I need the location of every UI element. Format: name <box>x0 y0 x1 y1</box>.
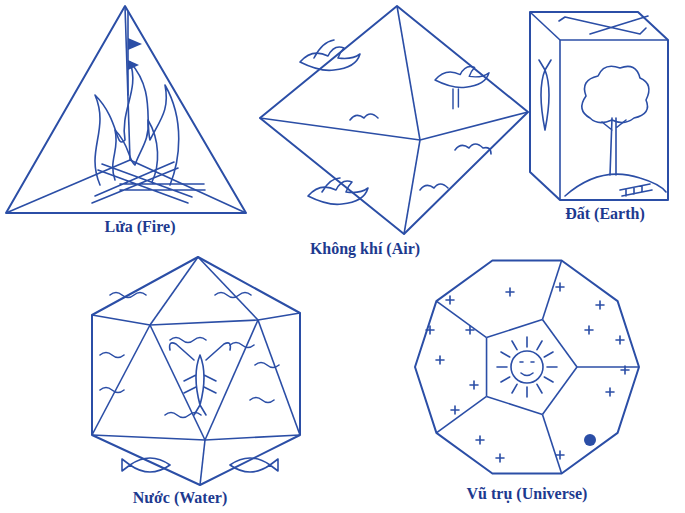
solid-edge <box>530 12 560 40</box>
cloud <box>350 114 378 120</box>
figure-label: Vũ trụ (Universe) <box>465 485 590 503</box>
mound <box>565 174 666 196</box>
solid-edge <box>258 320 300 435</box>
solid-figure: Vũ trụ (Universe) <box>405 252 650 510</box>
solid-figure: Nước (Water) <box>85 250 310 508</box>
solid-outline-path <box>530 12 668 200</box>
solid-edge <box>420 112 528 140</box>
solid-edge <box>198 257 258 320</box>
universe-illustration <box>426 283 629 462</box>
solid-edge <box>436 396 486 432</box>
solid-edge <box>487 396 543 414</box>
solid-outline <box>525 0 685 228</box>
solid-edge <box>92 435 205 440</box>
solid-edge <box>577 366 639 368</box>
bird-body <box>435 67 489 88</box>
waves <box>100 293 279 418</box>
solid-edge <box>205 320 258 440</box>
solid-outline-path <box>415 260 639 473</box>
solid-edge <box>486 338 488 397</box>
figure-label: Đất (Earth) <box>563 205 647 223</box>
solid-edge <box>542 319 577 367</box>
tools <box>559 16 648 34</box>
cloud <box>420 184 448 190</box>
planet <box>584 434 596 446</box>
solid-outline <box>85 250 310 508</box>
solid-outline <box>405 252 650 510</box>
solid-outline-path <box>92 257 300 485</box>
sun-rays <box>497 337 557 397</box>
fire-illustration <box>92 12 205 203</box>
fence <box>620 184 652 196</box>
solid-edge <box>436 301 486 337</box>
bird-leg <box>453 89 458 109</box>
solid-edge <box>125 6 130 160</box>
earth-illustration <box>539 16 666 196</box>
bird-body <box>308 181 368 204</box>
solid-outline <box>255 0 535 262</box>
solid-edge <box>397 6 420 140</box>
solid-outline <box>0 0 250 242</box>
sun-face <box>520 362 534 376</box>
solid-edge <box>560 39 668 41</box>
solid-figure: Lửa (Fire) <box>0 0 250 242</box>
solid-edge <box>92 315 150 325</box>
sun <box>511 351 543 383</box>
bird-body <box>300 47 360 70</box>
tree-crown <box>582 66 649 122</box>
bird-wing <box>314 40 334 58</box>
solid-edge <box>487 319 543 337</box>
solid-edge <box>542 367 577 415</box>
solid-edge <box>258 313 300 320</box>
solid-edge <box>542 415 561 474</box>
solid-edge <box>542 260 561 319</box>
solid-edge <box>404 140 420 234</box>
figure-label: Không khí (Air) <box>308 240 422 258</box>
solid-edge <box>150 320 258 325</box>
solid-edge <box>6 160 130 213</box>
solid-edge <box>150 257 198 325</box>
solid-figure: Không khí (Air) <box>255 0 535 262</box>
solid-edge <box>130 160 246 213</box>
solid-edge <box>150 325 205 440</box>
solid-edge <box>260 118 420 140</box>
carrot <box>539 60 551 130</box>
stars <box>426 283 629 462</box>
solid-outline-path <box>260 6 528 234</box>
solid-figure: Đất (Earth) <box>525 0 685 228</box>
solid-edge <box>559 40 561 200</box>
figure-label: Lửa (Fire) <box>102 218 177 236</box>
flag <box>128 38 142 50</box>
solid-edge <box>92 325 150 435</box>
air-illustration <box>300 40 491 204</box>
figure-label: Nước (Water) <box>131 489 229 507</box>
water-illustration <box>100 293 279 473</box>
tree-trunk <box>602 118 626 175</box>
solid-edge <box>205 435 300 440</box>
solid-edge <box>200 440 205 485</box>
solid-outline-path <box>6 6 246 213</box>
